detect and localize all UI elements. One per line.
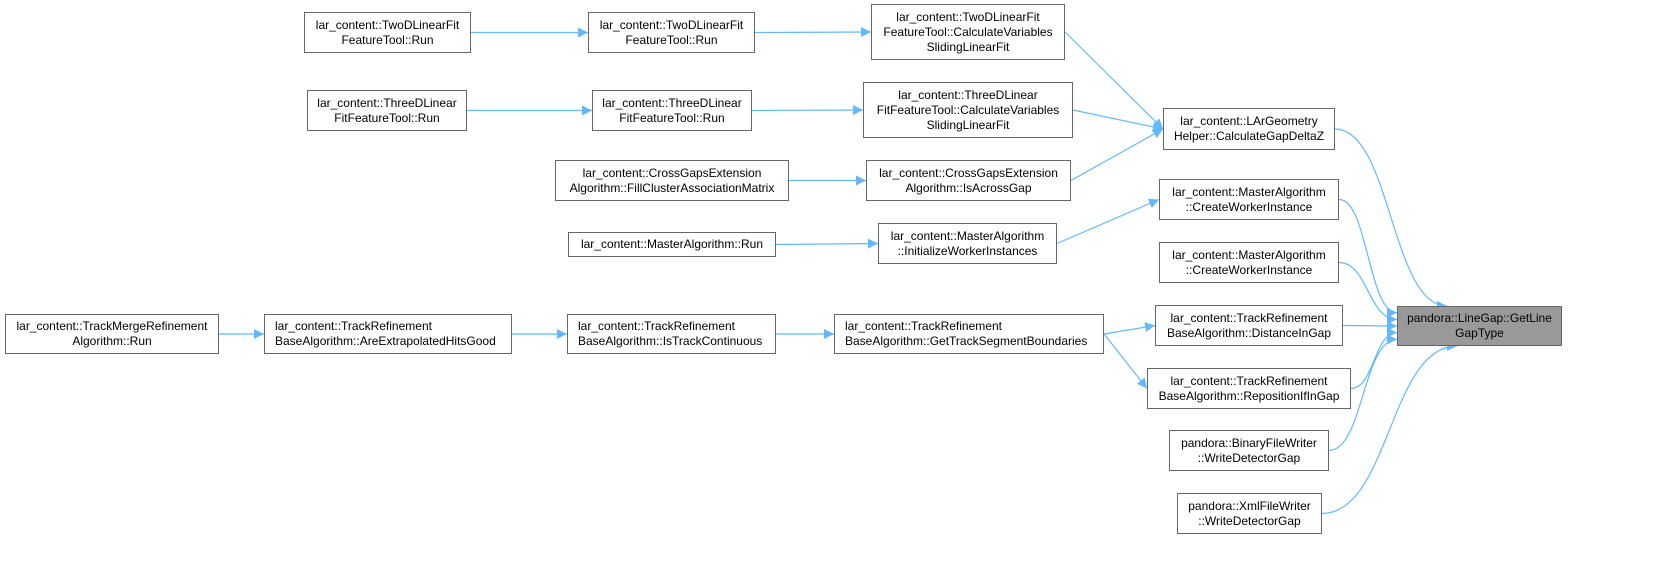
edge-createWorker2-to-target (1338, 261, 1398, 325)
node-is-across-gap[interactable]: lar_content::CrossGapsExtension Algorith… (866, 160, 1071, 201)
edge-calcGapDeltaZ-to-target (1334, 128, 1448, 311)
edge-getTrackSegmentBoundaries-to-repositionIfInGap (1103, 333, 1148, 389)
node-is-track-continuous[interactable]: lar_content::TrackRefinement BaseAlgorit… (567, 314, 776, 354)
node-distance-in-gap[interactable]: lar_content::TrackRefinement BaseAlgorit… (1155, 305, 1343, 346)
node-target: pandora::LineGap::GetLine GapType (1397, 306, 1562, 346)
edge-initWorkerInstances-to-createWorker1 (1056, 198, 1160, 245)
node-are-extrapolated-hits-good[interactable]: lar_content::TrackRefinement BaseAlgorit… (264, 314, 512, 354)
edge-isAcrossGap-to-calcGapDeltaZ (1070, 128, 1164, 182)
edge-threeDRun2-to-threeDCalcVars (751, 105, 864, 116)
edge-getTrackSegmentBoundaries-to-distanceInGap (1103, 322, 1156, 335)
edge-distanceInGap-to-target (1342, 320, 1398, 331)
node-twod-featuretool-run-1[interactable]: lar_content::TwoDLinearFit FeatureTool::… (304, 12, 471, 53)
edge-xmlWriteDetectorGap-to-target (1321, 341, 1458, 515)
node-master-algorithm-run[interactable]: lar_content::MasterAlgorithm::Run (568, 232, 776, 257)
node-reposition-if-in-gap[interactable]: lar_content::TrackRefinement BaseAlgorit… (1147, 368, 1351, 409)
node-calc-gap-delta-z[interactable]: lar_content::LArGeometry Helper::Calcula… (1163, 108, 1335, 150)
node-xml-write-detector-gap[interactable]: pandora::XmlFileWriter ::WriteDetectorGa… (1177, 493, 1322, 534)
node-initialize-worker-instances[interactable]: lar_content::MasterAlgorithm ::Initializ… (878, 223, 1057, 264)
edge-masterRun-to-initWorkerInstances (775, 238, 879, 249)
node-track-merge-refinement-run[interactable]: lar_content::TrackMergeRefinement Algori… (5, 314, 219, 354)
node-create-worker-instance-2[interactable]: lar_content::MasterAlgorithm ::CreateWor… (1159, 242, 1339, 283)
node-threed-featuretool-run-1[interactable]: lar_content::ThreeDLinear FitFeatureTool… (307, 90, 467, 131)
node-get-track-segment-boundaries[interactable]: lar_content::TrackRefinement BaseAlgorit… (834, 314, 1104, 354)
edge-twoDCalcVars-to-calcGapDeltaZ (1064, 31, 1164, 130)
edge-createWorker1-to-target (1338, 198, 1398, 318)
edge-binaryWriteDetectorGap-to-target (1328, 334, 1398, 452)
node-twod-featuretool-run-2[interactable]: lar_content::TwoDLinearFit FeatureTool::… (588, 12, 755, 53)
edge-threeDCalcVars-to-calcGapDeltaZ (1072, 109, 1164, 132)
node-binary-write-detector-gap[interactable]: pandora::BinaryFileWriter ::WriteDetecto… (1169, 430, 1329, 471)
node-fill-cluster-association-matrix[interactable]: lar_content::CrossGapsExtension Algorith… (555, 160, 789, 201)
node-threed-featuretool-run-2[interactable]: lar_content::ThreeDLinear FitFeatureTool… (592, 90, 752, 131)
node-create-worker-instance-1[interactable]: lar_content::MasterAlgorithm ::CreateWor… (1159, 179, 1339, 220)
node-twod-calculate-variables[interactable]: lar_content::TwoDLinearFit FeatureTool::… (871, 4, 1065, 60)
node-threed-calculate-variables[interactable]: lar_content::ThreeDLinear FitFeatureTool… (863, 82, 1073, 138)
edge-twoDRun2-to-twoDCalcVars (754, 27, 872, 38)
